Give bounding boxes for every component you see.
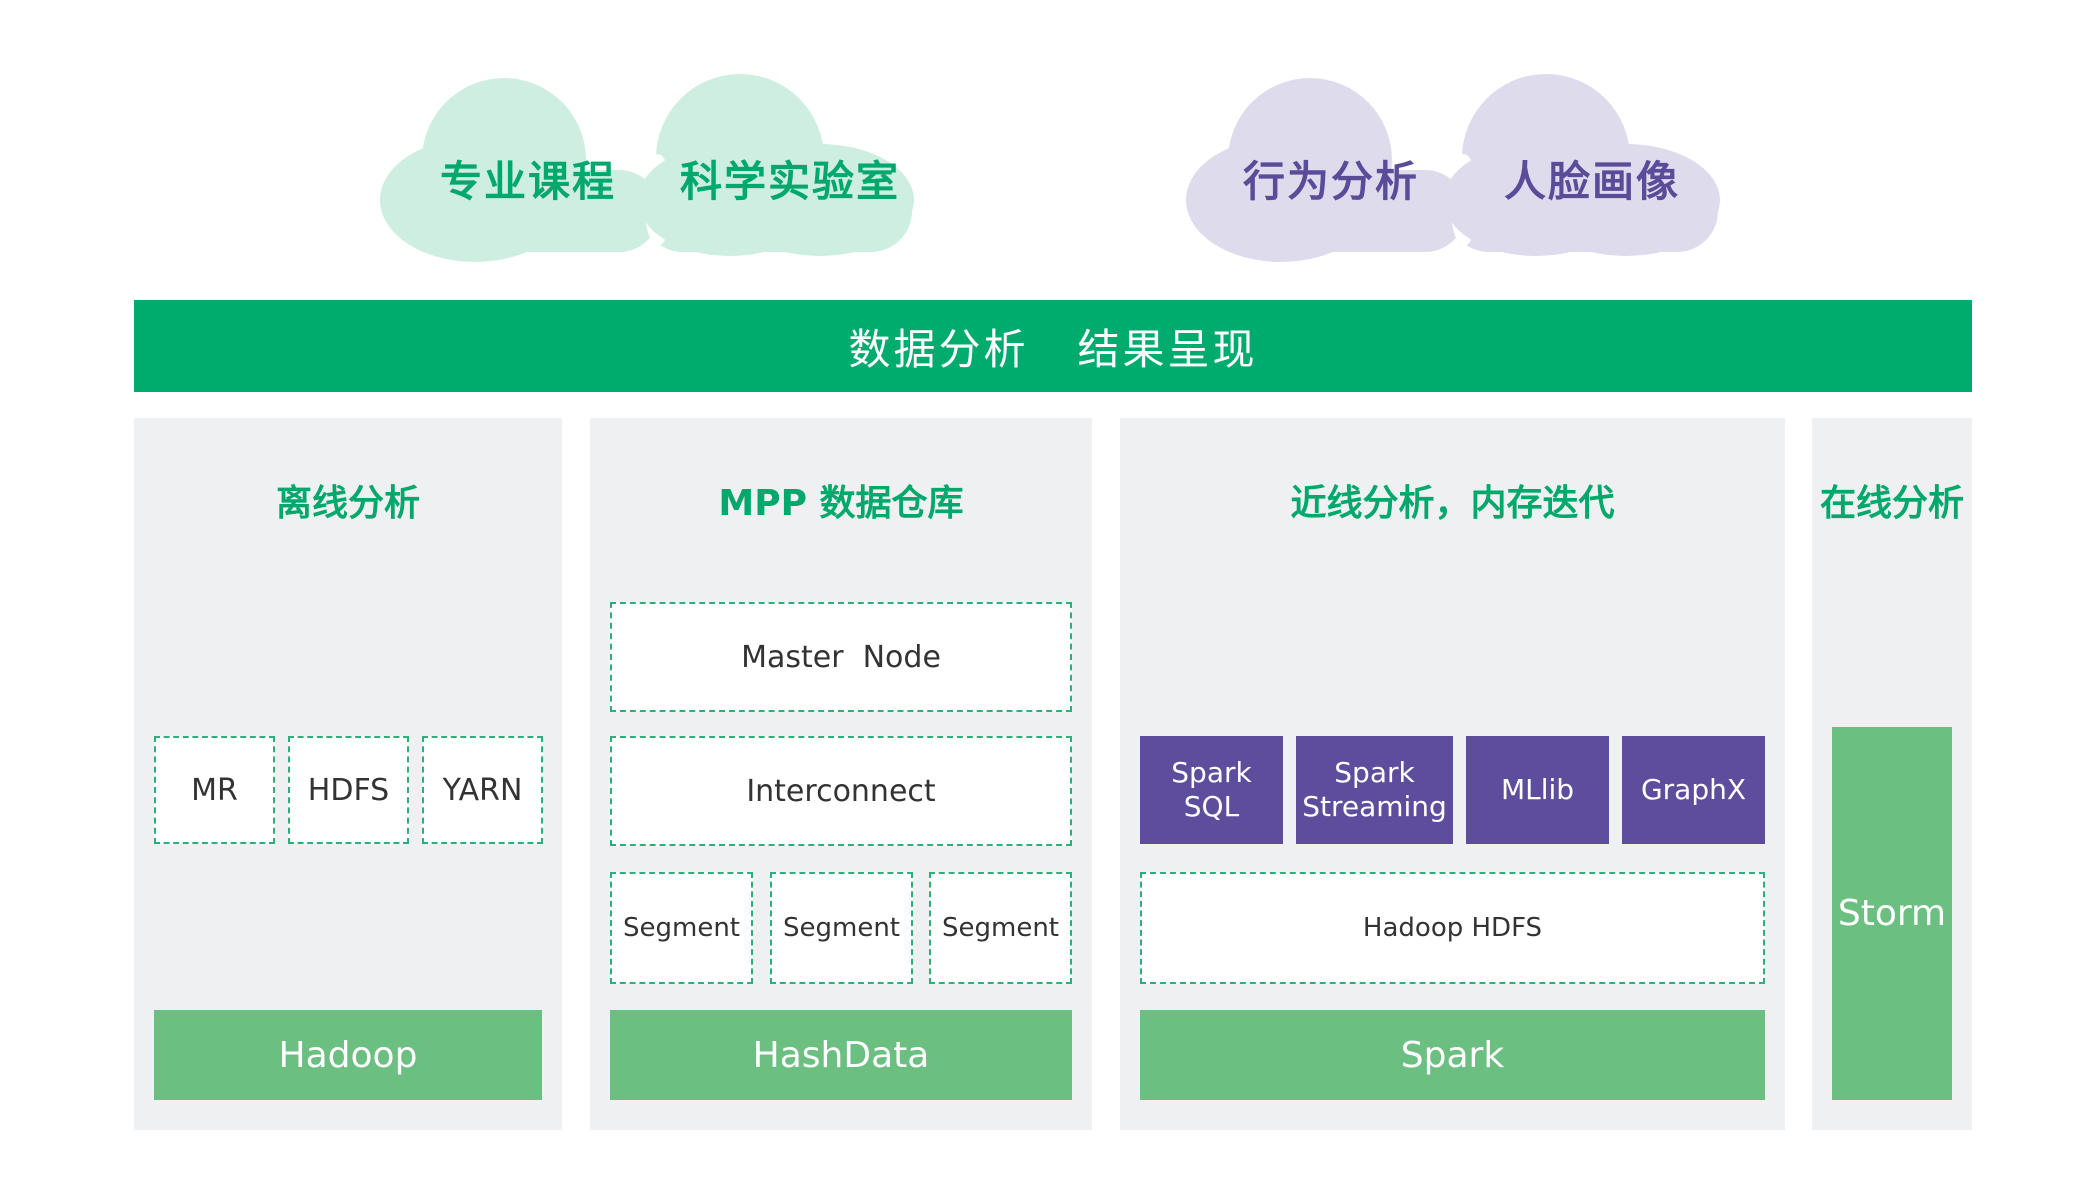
- panel-title-nearline: 近线分析，内存迭代: [1290, 483, 1615, 524]
- component-hdfs: HDFS: [288, 736, 409, 844]
- green-cloud-icon: [380, 74, 914, 262]
- segment-2: Segment: [770, 872, 913, 984]
- module-mllib: MLlib: [1466, 736, 1609, 844]
- engine-storm: Storm: [1832, 727, 1952, 1100]
- panel-title-online: 在线分析: [1819, 483, 1964, 524]
- base-hadoop: Hadoop: [154, 1010, 542, 1100]
- cloud-label-lab: 科学实验室: [680, 157, 901, 206]
- cloud-label-courses: 专业课程: [440, 157, 617, 206]
- segment-3: Segment: [929, 872, 1072, 984]
- component-yarn: YARN: [422, 736, 543, 844]
- module-spark-streaming: Spark Streaming: [1296, 736, 1453, 844]
- banner-data-analysis: 数据分析 结果呈现: [134, 300, 1972, 392]
- storage-hadoop-hdfs: Hadoop HDFS: [1140, 872, 1765, 984]
- module-graphx: GraphX: [1622, 736, 1765, 844]
- segment-1: Segment: [610, 872, 753, 984]
- purple-cloud-icon: [1186, 74, 1720, 262]
- panel-title-mpp: MPP 数据仓库: [718, 483, 964, 524]
- base-hashdata: HashData: [610, 1010, 1072, 1100]
- component-mr: MR: [154, 736, 275, 844]
- interconnect: Interconnect: [610, 736, 1072, 846]
- master-node: Master Node: [610, 602, 1072, 712]
- cloud-label-face: 人脸画像: [1504, 157, 1681, 206]
- panel-title-offline: 离线分析: [275, 483, 420, 524]
- cloud-label-behavior: 行为分析: [1243, 157, 1420, 206]
- module-spark-sql: Spark SQL: [1140, 736, 1283, 844]
- base-spark: Spark: [1140, 1010, 1765, 1100]
